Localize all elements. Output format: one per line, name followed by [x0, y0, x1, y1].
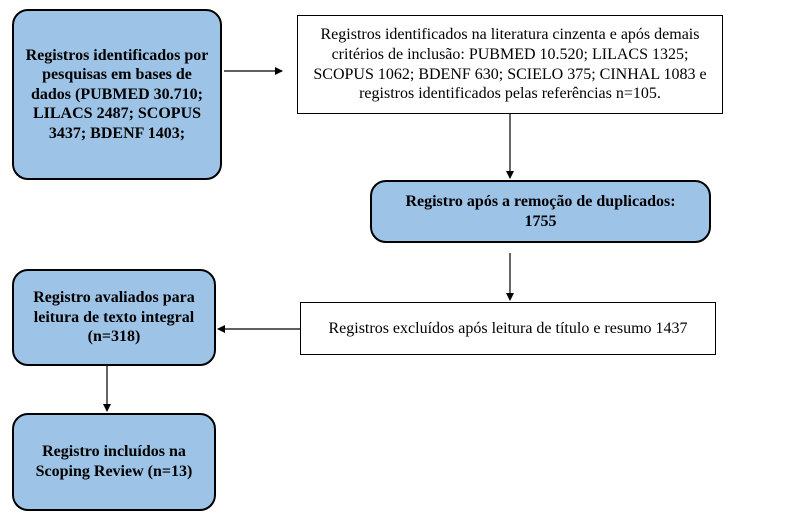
box-full-text-text: Registro avaliados para leitura de texto…	[33, 289, 195, 346]
box-grey-literature-text: Registros identificados na literatura ci…	[313, 26, 707, 103]
box-included-text: Registro incluídos na Scoping Review (n=…	[35, 443, 193, 480]
box-after-duplicates-text: Registro após a remoção de duplicados: 1…	[405, 192, 676, 230]
box-grey-literature: Registros identificados na literatura ci…	[297, 15, 723, 114]
box-full-text: Registro avaliados para leitura de texto…	[12, 269, 216, 366]
box-databases: Registros identificados por pesquisas em…	[12, 9, 222, 180]
box-databases-text: Registros identificados por pesquisas em…	[25, 46, 209, 142]
box-after-duplicates: Registro após a remoção de duplicados: 1…	[370, 180, 711, 243]
box-included: Registro incluídos na Scoping Review (n=…	[12, 413, 216, 511]
box-excluded-text: Registros excluídos após leitura de títu…	[328, 319, 688, 337]
box-excluded: Registros excluídos após leitura de títu…	[300, 302, 716, 355]
